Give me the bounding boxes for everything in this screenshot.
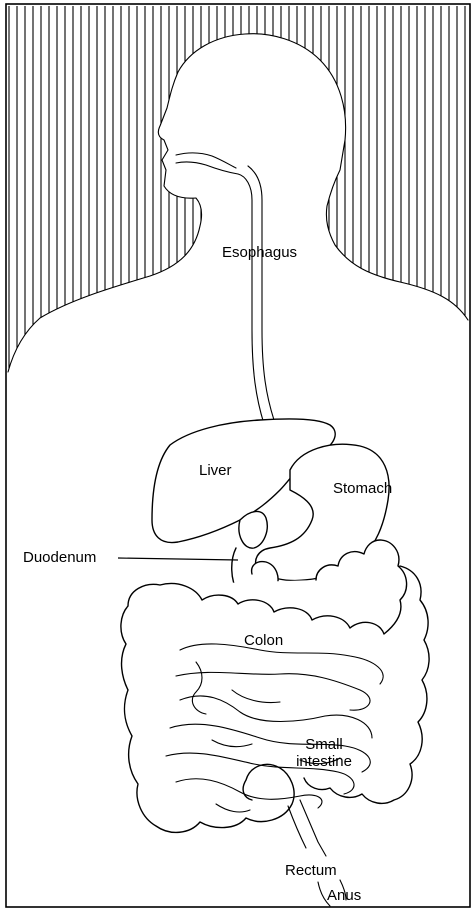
label-stomach: Stomach <box>333 480 392 497</box>
label-small-intestine-line2: intestine <box>288 753 360 770</box>
label-rectum: Rectum <box>285 862 337 879</box>
label-esophagus: Esophagus <box>222 244 297 261</box>
label-duodenum: Duodenum <box>23 549 96 566</box>
label-small-intestine: Small intestine <box>288 736 360 770</box>
label-anus: Anus <box>327 887 361 904</box>
label-liver: Liver <box>199 462 232 479</box>
label-small-intestine-line1: Small <box>288 736 360 753</box>
label-colon: Colon <box>244 632 283 649</box>
